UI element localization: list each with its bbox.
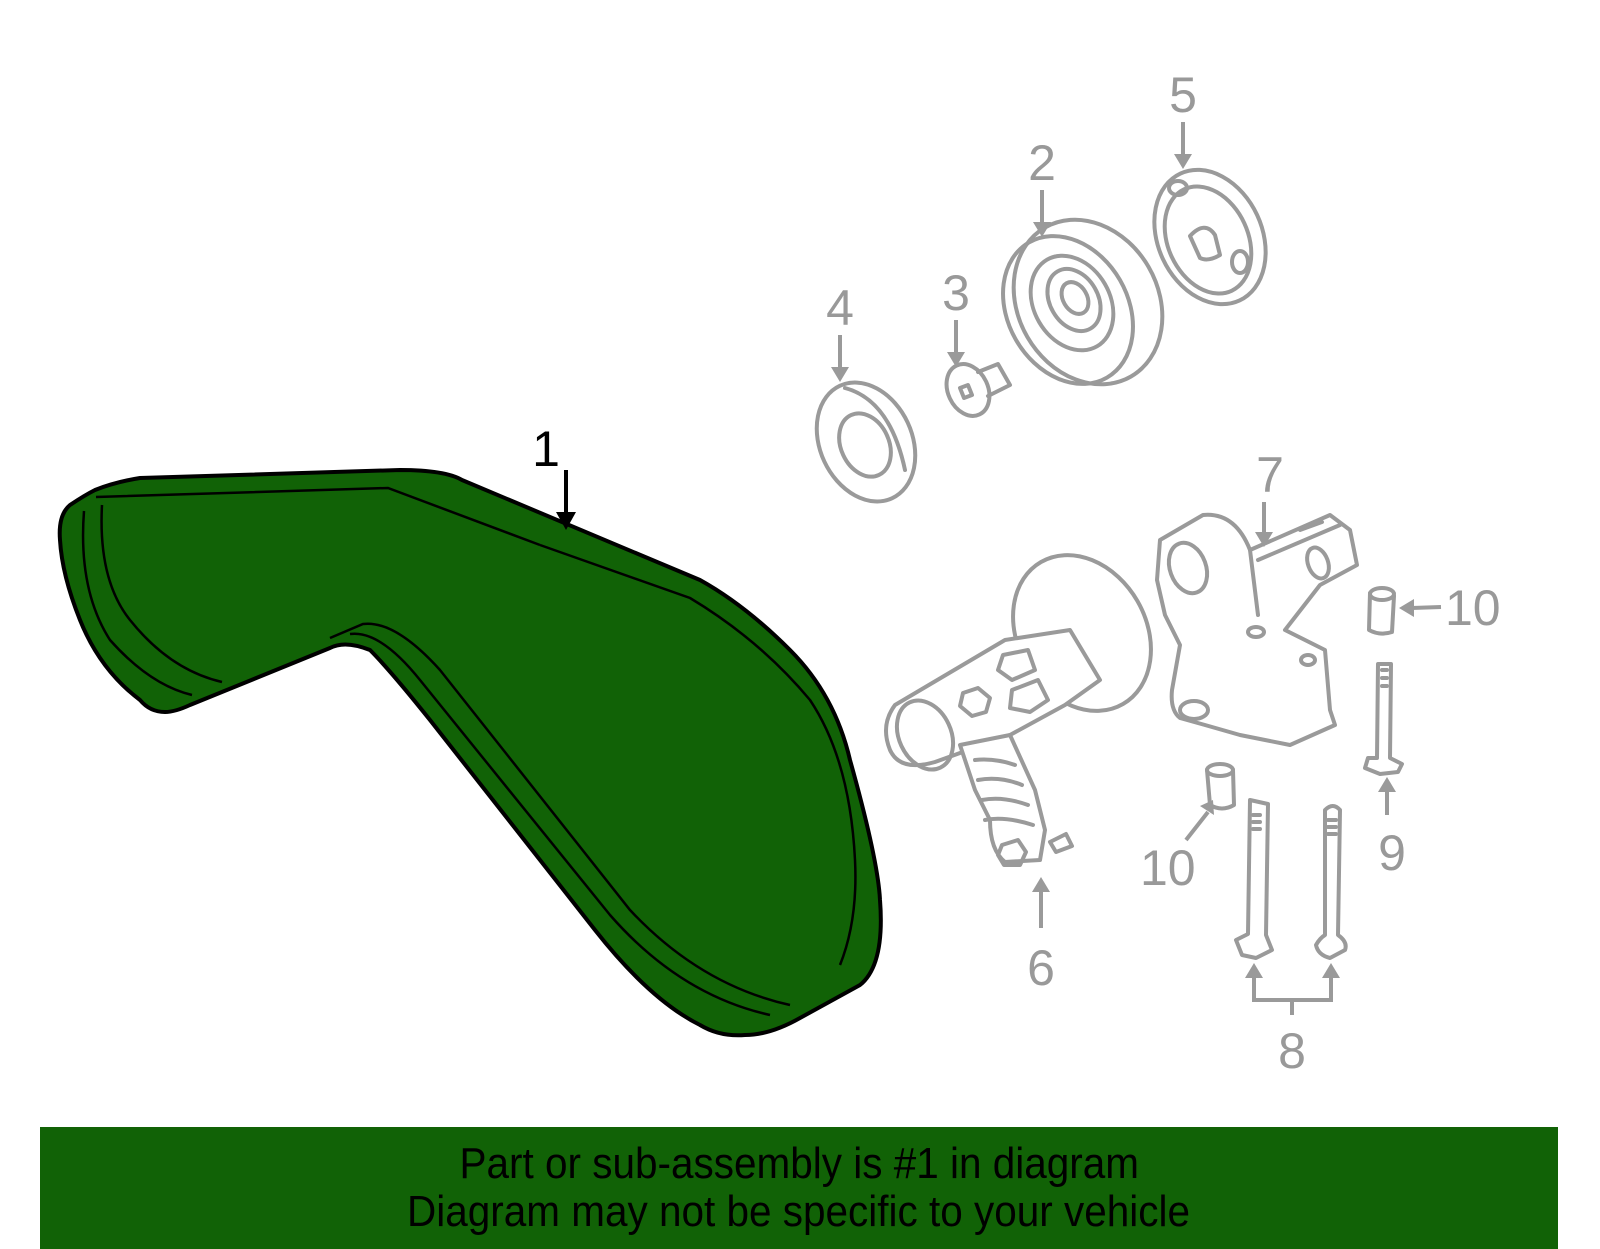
svg-text:9: 9	[1378, 825, 1406, 881]
callout-6: 6	[1027, 877, 1055, 996]
callout-5: 5	[1169, 67, 1197, 169]
part-1-serpentine-belt[interactable]	[57, 468, 883, 1038]
part-3-pulley-bolt[interactable]	[938, 357, 1012, 423]
callout-8: 8	[1245, 963, 1340, 1079]
svg-text:1: 1	[532, 421, 560, 477]
part-5-pulley-cover-rear[interactable]	[1133, 152, 1286, 323]
part-7-tensioner-bracket[interactable]	[1155, 512, 1359, 747]
svg-text:7: 7	[1256, 447, 1284, 503]
callout-10-lower: 10	[1140, 800, 1214, 896]
svg-text:4: 4	[826, 280, 854, 336]
callout-1: 1	[532, 421, 576, 530]
callout-3: 3	[942, 265, 970, 367]
part-6-belt-tensioner[interactable]	[884, 530, 1178, 867]
banner-line-part-info: Part or sub-assembly is #1 in diagram	[459, 1139, 1139, 1188]
svg-text:2: 2	[1028, 135, 1056, 191]
callout-10-upper: 10	[1399, 580, 1501, 636]
svg-text:10: 10	[1140, 840, 1196, 896]
svg-text:6: 6	[1027, 940, 1055, 996]
part-9-bracket-bolt[interactable]	[1363, 662, 1404, 776]
callout-9: 9	[1378, 777, 1406, 881]
callout-4: 4	[826, 280, 854, 382]
banner-line-disclaimer: Diagram may not be specific to your vehi…	[407, 1187, 1191, 1236]
part-2-idler-pulley[interactable]	[977, 193, 1192, 412]
svg-text:8: 8	[1278, 1023, 1306, 1079]
part-10-dowel-pin-upper[interactable]	[1367, 586, 1396, 636]
svg-text:3: 3	[942, 265, 970, 321]
callout-7: 7	[1255, 447, 1284, 547]
part-8-bracket-bolts[interactable]	[1234, 798, 1348, 960]
info-banner: Part or sub-assembly is #1 in diagram Di…	[40, 1127, 1558, 1249]
part-4-pulley-cover-front[interactable]	[798, 366, 934, 517]
svg-text:10: 10	[1445, 580, 1501, 636]
callout-2: 2	[1028, 135, 1056, 237]
svg-text:5: 5	[1169, 67, 1197, 123]
